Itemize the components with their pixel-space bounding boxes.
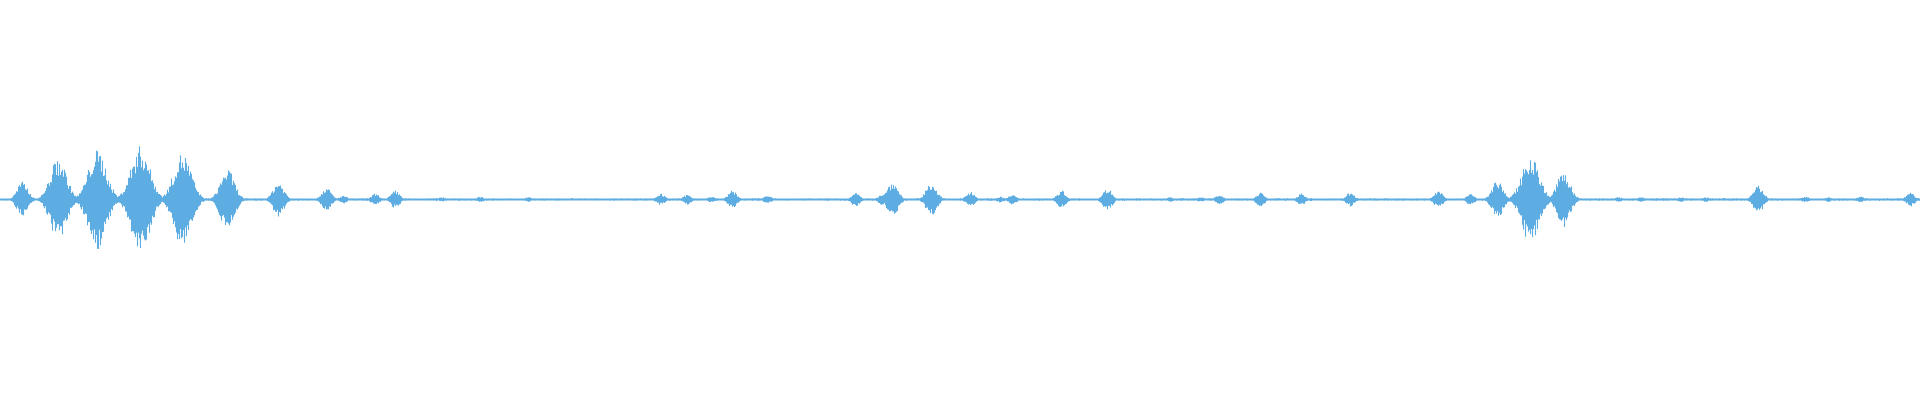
waveform-amplitude-columns [0, 146, 1920, 249]
waveform-bursts [0, 146, 1920, 249]
